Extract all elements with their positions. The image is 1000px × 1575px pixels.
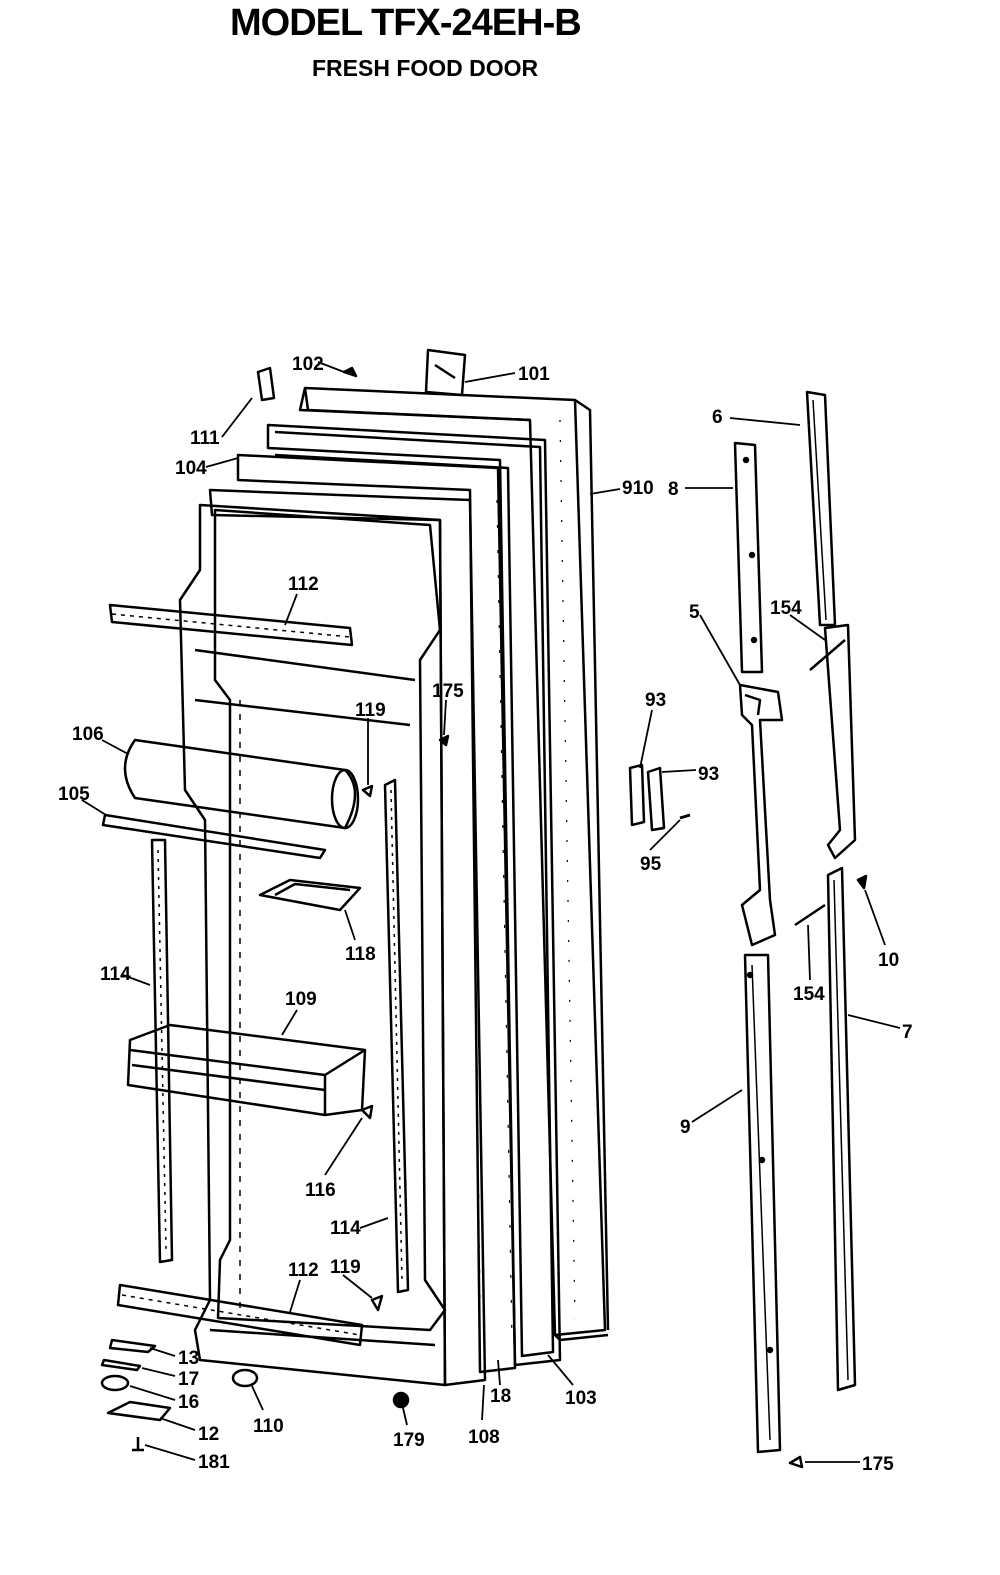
- part-119-top: [361, 784, 374, 798]
- callout-116: 116: [305, 1180, 336, 1201]
- callout-105: 105: [58, 784, 90, 805]
- callout-101: 101: [518, 364, 550, 385]
- part-110: [231, 1368, 259, 1388]
- callout-109: 109: [285, 989, 317, 1010]
- callout-114-right: 114: [330, 1218, 361, 1239]
- small-tray: [258, 878, 362, 912]
- callout-6: 6: [712, 407, 723, 428]
- trim-8: [733, 441, 764, 674]
- part-111: [256, 366, 276, 402]
- handle-cap-upper: [823, 623, 857, 860]
- callout-102: 102: [292, 354, 324, 375]
- trim-9: [743, 953, 782, 1454]
- callout-175-upper: 175: [432, 681, 464, 702]
- callout-18: 18: [490, 1386, 511, 1407]
- part-10: [856, 874, 868, 890]
- part-101: [424, 348, 467, 397]
- upper-shelf-rail: [108, 603, 416, 727]
- callout-93-lower: 93: [698, 764, 719, 785]
- part-95: [679, 813, 691, 820]
- callout-154-lower: 154: [793, 984, 825, 1005]
- breaker-strip-frame: [236, 453, 517, 1374]
- callout-112-upper: 112: [288, 574, 319, 595]
- callout-95: 95: [640, 854, 662, 875]
- part-175-bottom: [788, 1455, 804, 1469]
- left-side-rail: [150, 838, 174, 1264]
- callout-5: 5: [689, 602, 700, 623]
- callout-8: 8: [668, 479, 679, 500]
- callout-112-lower: 112: [288, 1260, 319, 1281]
- callout-17: 17: [178, 1369, 199, 1390]
- callout-12: 12: [198, 1424, 219, 1445]
- part-179: [392, 1391, 410, 1409]
- leader-lines: [81, 361, 901, 1463]
- part-16: [100, 1374, 130, 1392]
- door-gasket: [266, 423, 562, 1367]
- door-liner: [178, 488, 487, 1387]
- part-102: [342, 366, 358, 378]
- callout-175-lower: 175: [862, 1454, 894, 1475]
- callout-104: 104: [175, 458, 207, 479]
- callout-108: 108: [468, 1427, 500, 1448]
- part-175-top: [438, 734, 450, 747]
- callout-118: 118: [345, 944, 376, 965]
- callout-119-upper: 119: [355, 700, 386, 721]
- callout-179: 179: [393, 1430, 425, 1451]
- callout-10: 10: [878, 950, 899, 971]
- deep-bin: [126, 1023, 367, 1117]
- screw-154-bottom: [794, 903, 826, 927]
- cylinder-bin: [101, 738, 360, 860]
- callout-93-upper: 93: [645, 690, 666, 711]
- part-12: [106, 1400, 172, 1422]
- callout-119-lower: 119: [330, 1257, 361, 1278]
- callout-114-left: 114: [100, 964, 131, 985]
- callout-7: 7: [902, 1022, 913, 1043]
- callout-181: 181: [198, 1452, 230, 1473]
- outer-door-panel: [298, 386, 610, 1342]
- lower-shelf-rail: [116, 1283, 364, 1347]
- callout-110: 110: [253, 1416, 284, 1437]
- part-17: [100, 1358, 142, 1372]
- callout-154-upper: 154: [770, 598, 802, 619]
- trim-7: [826, 866, 857, 1392]
- model-title: MODEL TFX-24EH-B: [230, 2, 582, 44]
- screw-154-top: [809, 639, 846, 671]
- right-side-rail: [383, 778, 410, 1294]
- diagram-subtitle: FRESH FOOD DOOR: [312, 55, 539, 81]
- callout-910: 910: [622, 478, 654, 499]
- part-119-bottom: [370, 1294, 384, 1312]
- part-116: [360, 1104, 374, 1120]
- part-181: [132, 1437, 144, 1452]
- trim-6: [805, 390, 837, 627]
- callout-103: 103: [565, 1388, 597, 1409]
- part-13: [108, 1338, 157, 1354]
- callout-16: 16: [178, 1392, 199, 1413]
- callout-111: 111: [190, 428, 220, 449]
- callout-106: 106: [72, 724, 104, 745]
- bracket-93: [628, 763, 666, 832]
- handle-5: [738, 683, 784, 947]
- callout-13: 13: [178, 1348, 199, 1369]
- callout-9: 9: [680, 1117, 691, 1138]
